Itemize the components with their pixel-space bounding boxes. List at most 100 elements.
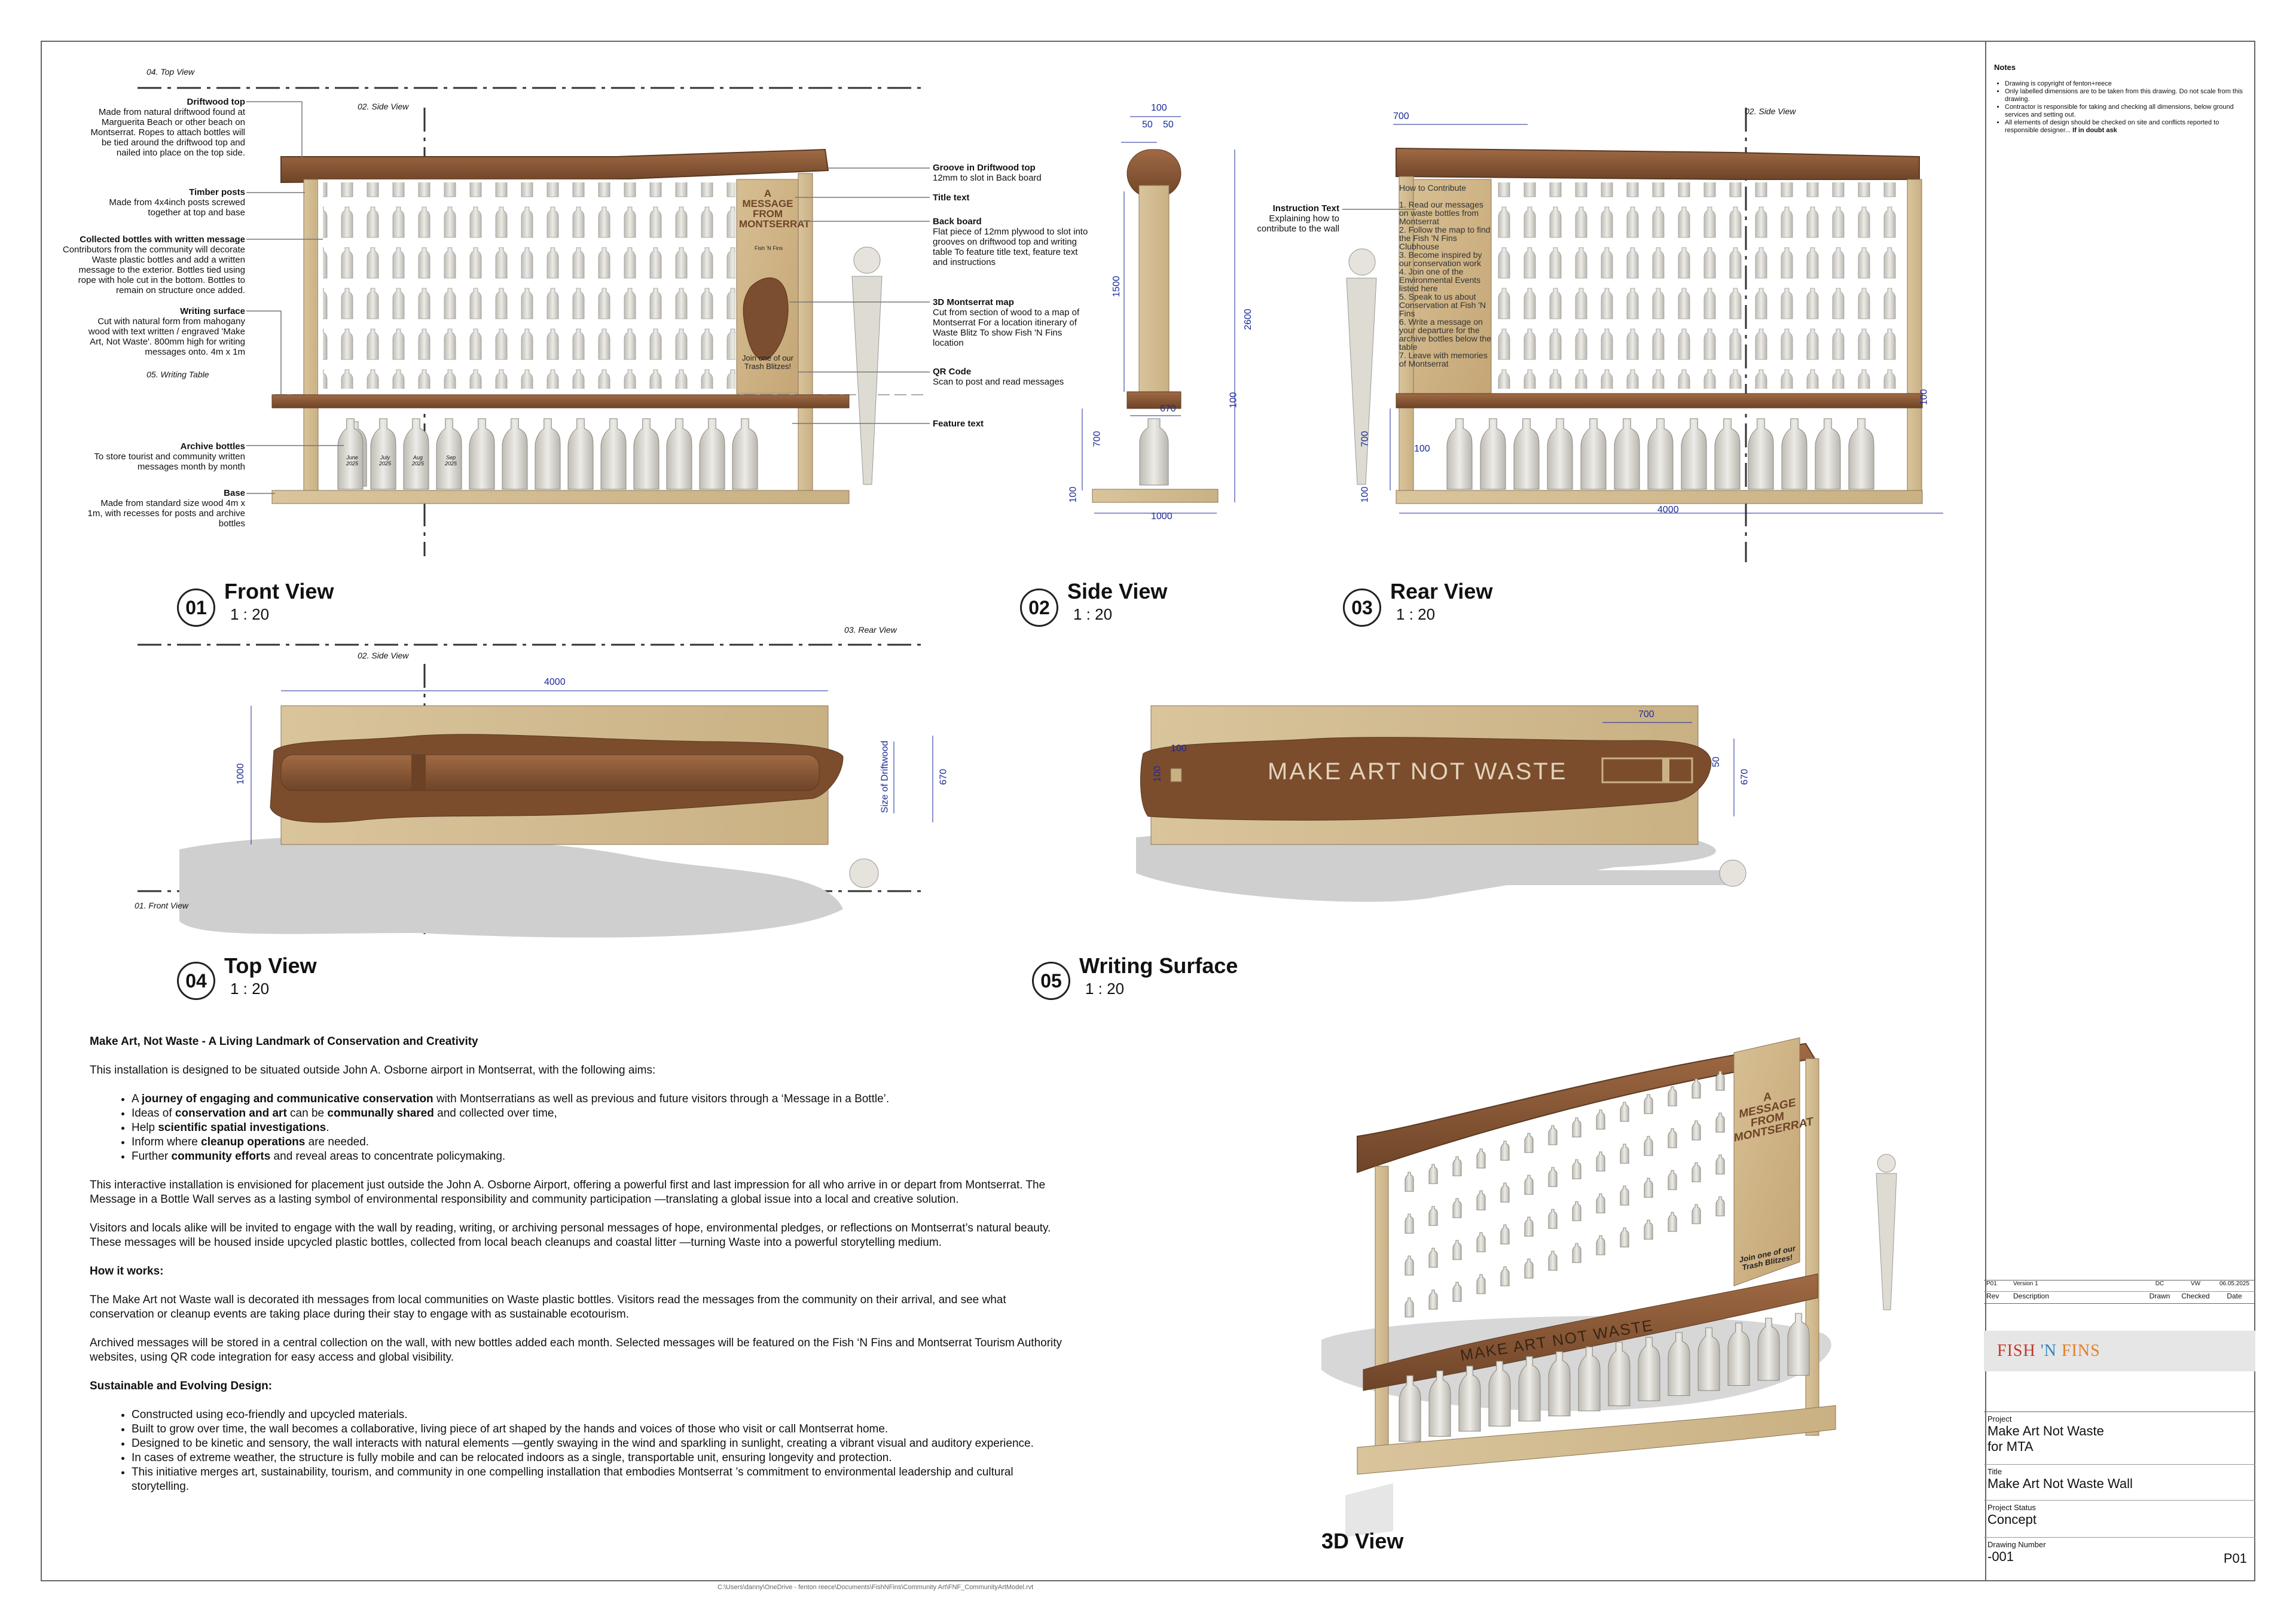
message-bottle-3d: [1428, 1164, 1438, 1184]
logo-word: FINS: [2056, 1341, 2100, 1360]
top-view-drawing: [138, 644, 933, 938]
view-num-writing: 05: [1032, 962, 1070, 1000]
message-bottle-3d: [1524, 1133, 1534, 1153]
sus-item: This initiative merges art, sustainabili…: [132, 1465, 1070, 1494]
note-item: Contractor is responsible for taking and…: [2005, 103, 2245, 119]
board-map-label-front: Fish 'N Fins: [755, 245, 783, 251]
dim-side-50a: 50: [1142, 120, 1153, 130]
instructions-title: How to Contribute: [1399, 183, 1467, 193]
aim-item: Inform where cleanup operations are need…: [132, 1135, 1070, 1150]
dim-top-4000: 4000: [544, 677, 566, 687]
dim-side-1500: 1500: [1111, 276, 1122, 297]
archive-bottle: [436, 418, 462, 490]
drawing-frame: [41, 41, 2255, 1581]
revision-table: P01 Version 1 DC VW 06.05.2025 Rev Descr…: [1984, 1280, 2255, 1304]
archive-bottle-3d: [1488, 1361, 1511, 1426]
message-bottle-3d: [1452, 1240, 1462, 1260]
message-bottle-3d: [1476, 1274, 1486, 1294]
archive-bottle-rear: [1446, 418, 1473, 490]
message-bottle-3d: [1548, 1125, 1558, 1145]
aim-item: Further community efforts and reveal are…: [132, 1150, 1070, 1164]
archive-bottle-3d: [1399, 1375, 1421, 1442]
ann-feature-text: Feature text: [933, 419, 984, 429]
instructions-step-7: 7. Leave with memories of Montserrat: [1399, 350, 1488, 368]
rev-head-desc: Description: [2013, 1292, 2050, 1300]
logo-word: FISH: [1997, 1341, 2036, 1360]
archive-bottle: [699, 418, 725, 490]
archive-bottle-rear: [1480, 418, 1506, 490]
archive-bottle-rear: [1748, 418, 1774, 490]
message-bottle-3d: [1715, 1112, 1725, 1133]
tb-drawing-number: -001: [1987, 1549, 2014, 1564]
archive-bottle-3d: [1787, 1313, 1810, 1376]
archive-label-3: Aug 2025: [411, 455, 425, 467]
archive-bottle: [600, 418, 627, 490]
view-scale-front: 1 : 20: [230, 605, 270, 623]
archive-bottle-rear: [1647, 418, 1674, 490]
instructions-step-6: 6. Write a message on your departure for…: [1399, 317, 1492, 352]
instructions-step-5: 5. Speak to us about Conservation at Fis…: [1399, 292, 1486, 318]
message-bottle-3d: [1644, 1094, 1653, 1114]
ref-front-view: 01. Front View: [135, 901, 189, 910]
message-bottle-3d: [1692, 1120, 1701, 1141]
archive-bottle-rear: [1614, 418, 1640, 490]
ref-top-view: 04. Top View: [146, 67, 195, 77]
aim-item: A journey of engaging and communicative …: [132, 1092, 1070, 1106]
message-bottle-3d: [1572, 1243, 1581, 1263]
archive-bottle-3d: [1638, 1337, 1660, 1401]
rev-row-rev: P01: [1986, 1280, 1997, 1287]
dim-side-50b: 50: [1163, 120, 1174, 130]
desc-sus-heading: Sustainable and Evolving Design:: [90, 1380, 273, 1392]
sus-item: Built to grow over time, the wall become…: [132, 1422, 1070, 1437]
archive-bottle-3d: [1428, 1370, 1451, 1437]
notes-title: Notes: [1994, 63, 2016, 72]
view-title-side: Side View: [1067, 579, 1168, 603]
archive-bottle-rear: [1547, 418, 1573, 490]
archive-label-4: Sep 2025: [444, 455, 457, 467]
dim-rear-700: 700: [1393, 111, 1409, 121]
message-bottle-3d: [1620, 1144, 1629, 1164]
aims-list: A journey of engaging and communicative …: [90, 1092, 1070, 1164]
dim-side-1000: 1000: [1151, 511, 1173, 522]
title-block: Project Make Art Not Waste for MTA Title…: [1984, 1411, 2255, 1582]
message-bottle-3d: [1452, 1282, 1462, 1302]
message-bottle-3d: [1452, 1198, 1462, 1218]
archive-bottle: [633, 418, 660, 490]
dim-side-100b: 100: [1068, 486, 1079, 503]
dim-ws-100b: 100: [1152, 766, 1163, 782]
message-bottle-3d: [1500, 1141, 1510, 1161]
ref-side-view-rear: 02. Side View: [1745, 106, 1796, 116]
message-bottle-3d: [1524, 1258, 1534, 1279]
message-bottle-3d: [1596, 1193, 1605, 1214]
message-bottle-3d: [1715, 1071, 1725, 1091]
dim-ws-670: 670: [1739, 769, 1750, 785]
message-bottle-3d: [1476, 1232, 1486, 1252]
message-bottle-3d: [1715, 1196, 1725, 1216]
archive-bottle: [337, 418, 364, 490]
desc-p1: This interactive installation is envisio…: [90, 1179, 1046, 1206]
message-bottle-3d: [1668, 1212, 1677, 1232]
rev-head-rev: Rev: [1986, 1292, 1999, 1300]
message-bottle-3d: [1668, 1128, 1677, 1148]
desc-intro: This installation is designed to be situ…: [90, 1064, 656, 1077]
view-scale-side: 1 : 20: [1073, 605, 1113, 623]
dim-rear-4000: 4000: [1657, 505, 1679, 515]
message-bottle-3d: [1644, 1136, 1653, 1156]
logo-bar: FISH 'N FINS: [1984, 1331, 2255, 1371]
desc-p2: Visitors and locals alike will be invite…: [90, 1222, 1051, 1249]
ref-rear-view: 03. Rear View: [844, 625, 897, 635]
archive-bottle-3d: [1518, 1356, 1541, 1422]
dim-side-700: 700: [1092, 431, 1103, 447]
view-title-front: Front View: [224, 579, 334, 603]
dim-rear-100: 100: [1414, 444, 1430, 454]
note-item: All elements of design should be checked…: [2005, 119, 2245, 135]
archive-bottle-3d: [1727, 1322, 1750, 1386]
ref-writing-table: 05. Writing Table: [146, 370, 209, 379]
message-bottle-3d: [1524, 1216, 1534, 1237]
message-bottle-3d: [1644, 1178, 1653, 1198]
